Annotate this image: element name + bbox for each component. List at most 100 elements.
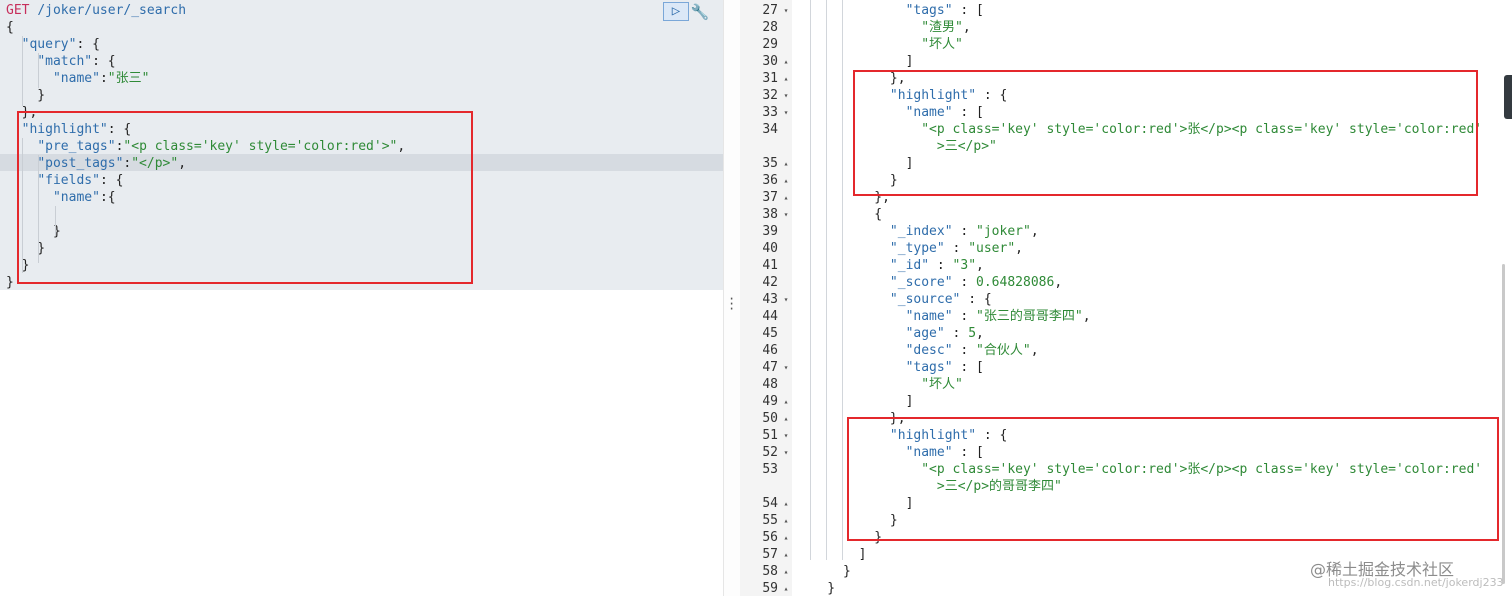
request-line[interactable]: "name":{ (6, 189, 116, 206)
fold-collapse-icon[interactable]: ▾ (783, 295, 789, 304)
fold-collapse-icon[interactable]: ▾ (783, 363, 789, 372)
code-token (796, 326, 906, 341)
fold-end-icon[interactable]: ▴ (783, 74, 789, 83)
code-token: : { (92, 54, 116, 69)
code-token: : (123, 156, 132, 171)
code-token: : (99, 71, 108, 86)
response-line: >三</p>" (796, 138, 997, 155)
indent-guide (826, 0, 827, 560)
response-line: "name" : [ (796, 444, 984, 461)
fold-collapse-icon[interactable]: ▾ (783, 210, 789, 219)
response-line: "坏人" (796, 36, 963, 53)
request-line[interactable]: } (6, 223, 61, 240)
code-token: "<p class='key' style='color:red'>张</p><… (921, 462, 1483, 477)
indent-guide (38, 155, 39, 263)
code-token (796, 37, 921, 52)
fold-end-icon[interactable]: ▴ (783, 550, 789, 559)
code-token: , (1030, 343, 1039, 358)
line-number: 54 (762, 496, 778, 511)
line-number: 45 (762, 326, 778, 341)
response-line: "渣男", (796, 19, 970, 36)
fold-end-icon[interactable]: ▴ (783, 516, 789, 525)
request-line[interactable]: "pre_tags":"<p class='key' style='color:… (6, 138, 405, 155)
request-line[interactable]: "name":"张三" (6, 70, 149, 87)
indent-guide (22, 138, 23, 273)
pane-splitter[interactable] (723, 0, 740, 596)
code-token: : { (960, 292, 992, 307)
request-line[interactable]: { (6, 19, 14, 36)
line-number: 28 (762, 20, 778, 35)
run-request-button[interactable]: ▷ (663, 2, 689, 21)
request-line[interactable]: } (6, 87, 45, 104)
request-line[interactable]: "fields": { (6, 172, 123, 189)
line-number: 33 (762, 105, 778, 120)
request-line[interactable]: "match": { (6, 53, 116, 70)
fold-end-icon[interactable]: ▴ (783, 499, 789, 508)
fold-end-icon[interactable]: ▴ (783, 176, 789, 185)
request-line[interactable]: "highlight": { (6, 121, 132, 138)
code-token: "name" (52, 71, 100, 86)
side-panel-tab[interactable] (1504, 75, 1512, 119)
fold-collapse-icon[interactable]: ▾ (783, 91, 789, 100)
code-token: : (952, 309, 977, 324)
response-line: "_score" : 0.64828086, (796, 274, 1062, 291)
drag-handle-icon[interactable]: ··· (728, 292, 736, 316)
code-token: "_type" (889, 241, 945, 256)
request-line[interactable]: } (6, 257, 30, 274)
fold-collapse-icon[interactable]: ▾ (783, 431, 789, 440)
fold-end-icon[interactable]: ▴ (783, 159, 789, 168)
code-token: "highlight" (889, 88, 977, 103)
code-token: }, (874, 190, 890, 205)
request-line[interactable]: } (6, 240, 45, 257)
fold-end-icon[interactable]: ▴ (783, 567, 789, 576)
fold-end-icon[interactable]: ▴ (783, 584, 789, 593)
fold-end-icon[interactable]: ▴ (783, 57, 789, 66)
line-number: 38 (762, 207, 778, 222)
fold-end-icon[interactable]: ▴ (783, 533, 789, 542)
fold-end-icon[interactable]: ▴ (783, 414, 789, 423)
code-token: : (952, 343, 977, 358)
response-scrollbar[interactable] (1502, 264, 1505, 584)
line-number: 30 (762, 54, 778, 69)
code-token: "_source" (889, 292, 961, 307)
indent-guide (842, 0, 843, 560)
fold-end-icon[interactable]: ▴ (783, 193, 789, 202)
fold-collapse-icon[interactable]: ▾ (783, 6, 789, 15)
code-token: ] (796, 547, 867, 562)
fold-collapse-icon[interactable]: ▾ (783, 108, 789, 117)
response-line: "<p class='key' style='color:red'>张</p><… (796, 461, 1482, 478)
response-line: ] (796, 393, 914, 410)
code-token: } (6, 88, 46, 103)
indent-guide (22, 36, 23, 106)
response-line: { (796, 206, 882, 223)
line-number: 37 (762, 190, 778, 205)
active-line-highlight (0, 154, 723, 171)
fold-end-icon[interactable]: ▴ (783, 397, 789, 406)
request-editor[interactable] (0, 0, 723, 290)
response-line: } (796, 580, 835, 597)
fold-collapse-icon[interactable]: ▾ (783, 448, 789, 457)
line-number: 55 (762, 513, 778, 528)
response-pane (740, 0, 1512, 596)
response-line: ] (796, 546, 867, 563)
code-token: } (796, 530, 883, 545)
response-line: >三</p>的哥哥李四" (796, 478, 1062, 495)
code-token: , (397, 139, 406, 154)
line-number: 53 (762, 462, 778, 477)
response-line: } (796, 172, 898, 189)
code-token: } (796, 581, 836, 596)
request-line[interactable]: GET /joker/user/_search (6, 2, 186, 19)
response-highlight-annotation-1 (853, 70, 1478, 196)
line-number: 39 (762, 224, 778, 239)
code-token: 0.64828086 (976, 275, 1055, 290)
request-line[interactable]: } (6, 274, 14, 291)
request-line[interactable]: "query": { (6, 36, 100, 53)
code-token: "渣男" (921, 20, 963, 35)
wrench-button[interactable]: 🔧 (690, 2, 710, 22)
code-token: "highlight" (889, 428, 977, 443)
request-line[interactable]: "post_tags":"</p>", (6, 155, 186, 172)
response-line: }, (796, 70, 906, 87)
response-line: "_id" : "3", (796, 257, 984, 274)
code-token: } (6, 224, 61, 239)
code-token (796, 343, 906, 358)
